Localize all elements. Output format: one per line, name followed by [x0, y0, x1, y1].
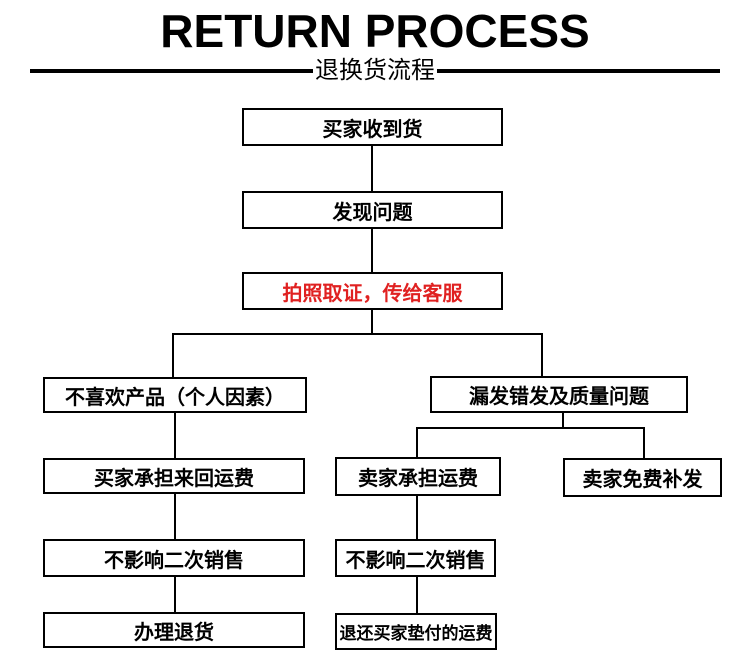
page-title: RETURN PROCESS	[160, 5, 590, 57]
connector-sellerpays-to-resale	[416, 496, 418, 539]
node-missing-wrong-quality: 漏发错发及质量问题	[430, 376, 688, 413]
node-dislike-personal-reason: 不喜欢产品（个人因素）	[43, 377, 307, 413]
connector-branch-top	[172, 333, 543, 335]
connector-resale-to-return	[174, 577, 176, 612]
divider-line-left	[30, 69, 313, 73]
node-seller-free-reship: 卖家免费补发	[563, 458, 722, 497]
node-buyer-pays-shipping: 买家承担来回运费	[43, 458, 305, 494]
connector-quality-stem	[562, 413, 564, 428]
connector-branch-right-drop	[541, 334, 543, 376]
node-problem-found: 发现问题	[242, 191, 503, 229]
subtitle-divider: 退换货流程	[0, 56, 750, 86]
connector-dislike-to-buyerpays	[174, 413, 176, 458]
connector-to-reship	[643, 428, 645, 458]
node-photo-evidence: 拍照取证，传给客服	[242, 272, 503, 310]
connector-branch-left-drop	[172, 334, 174, 377]
connector-buyerpays-to-resale	[174, 494, 176, 539]
connector-branch-bottom	[416, 427, 645, 429]
node-seller-pays-shipping: 卖家承担运费	[335, 457, 501, 496]
page-subtitle: 退换货流程	[315, 57, 435, 84]
divider-line-right	[437, 69, 720, 73]
connector-problem-to-evidence	[371, 229, 373, 272]
node-process-return: 办理退货	[43, 612, 305, 648]
node-refund-buyer-shipping: 退还买家垫付的运费	[335, 613, 497, 650]
node-no-resale-impact-mid: 不影响二次销售	[335, 539, 496, 577]
connector-receive-to-problem	[371, 146, 373, 191]
node-buyer-receives-goods: 买家收到货	[242, 108, 503, 146]
node-no-resale-impact-left: 不影响二次销售	[43, 539, 305, 577]
connector-evidence-stem	[371, 310, 373, 334]
connector-to-sellerpays	[416, 428, 418, 457]
connector-resale-to-refund	[416, 577, 418, 613]
